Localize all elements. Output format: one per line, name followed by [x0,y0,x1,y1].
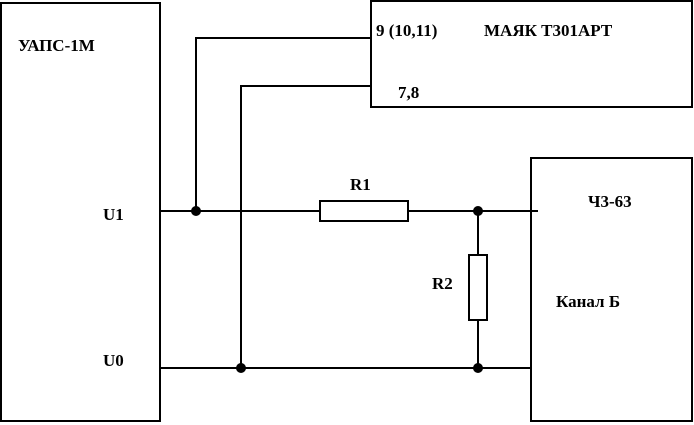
uaps-box [0,2,161,422]
ch3-block: Ч3-63 Канал Б [530,157,693,422]
uaps-label: УАПС-1М [18,36,95,55]
junction-r2-u0 [473,363,483,373]
ch3-box [530,157,693,422]
mayak-label: МАЯК Т301АРТ [484,21,613,40]
mayak-pin-top: 9 (10,11) [376,21,437,40]
junction-r1-r2 [473,206,483,216]
resistor-r2: R2 [432,254,488,321]
r2-body [468,254,488,321]
uaps-pin-u0: U0 [103,351,124,370]
junction-u1-mayak [191,206,201,216]
junctions [191,206,483,373]
mayak-block: 9 (10,11) МАЯК Т301АРТ 7,8 [370,0,693,108]
mayak-pin9-wire [195,37,371,211]
junction-u0-mayak [236,363,246,373]
mayak-pin-bottom: 7,8 [398,83,419,102]
r1-body [319,200,409,222]
mayak-pin78-wire [240,85,371,368]
uaps-pin-u1: U1 [103,205,124,224]
resistor-r1: R1 [319,175,409,222]
mayak-box [370,0,693,108]
ch3-channel-label: Канал Б [556,292,620,311]
uaps-block: УАПС-1М U1 U0 [0,2,161,422]
ch3-label: Ч3-63 [588,192,632,211]
r2-label: R2 [432,274,453,293]
r1-label: R1 [350,175,371,194]
